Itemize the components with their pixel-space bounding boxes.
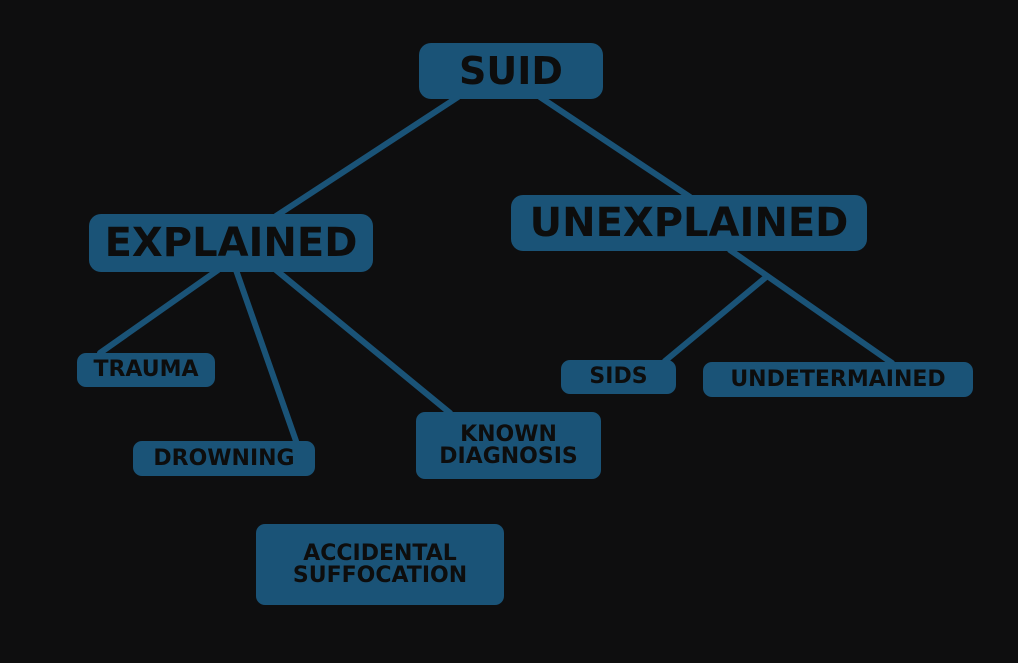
node-explained: EXPLAINED xyxy=(89,214,373,272)
node-known-diagnosis-line1: KNOWN xyxy=(460,421,557,447)
node-known-diagnosis-line2: DIAGNOSIS xyxy=(439,443,578,469)
node-trauma-label: TRAUMA xyxy=(93,357,199,382)
node-known-diagnosis: KNOWN DIAGNOSIS xyxy=(416,412,601,479)
node-undetermined: UNDETERMAINED xyxy=(703,362,973,397)
edge-unexplained-undetermined xyxy=(727,247,895,366)
edge-explained-trauma xyxy=(97,267,221,356)
node-suid-label: SUID xyxy=(459,49,563,93)
edge-unexplained-sids xyxy=(662,275,768,364)
node-trauma: TRAUMA xyxy=(77,353,215,387)
node-suid: SUID xyxy=(419,43,603,99)
node-sids: SIDS xyxy=(561,360,676,394)
node-explained-label: EXPLAINED xyxy=(104,220,358,266)
node-accidental-suffocation: ACCIDENTAL SUFFOCATION xyxy=(256,524,504,605)
node-undetermined-label: UNDETERMAINED xyxy=(730,366,946,392)
edge-explained-drowning xyxy=(233,267,299,444)
node-accidental-suffocation-line1: ACCIDENTAL xyxy=(303,540,457,566)
edge-suid-unexplained xyxy=(537,94,693,200)
node-drowning-label: DROWNING xyxy=(153,445,295,471)
edge-suid-explained xyxy=(273,94,461,219)
node-sids-label: SIDS xyxy=(589,364,648,389)
node-unexplained: UNEXPLAINED xyxy=(511,195,867,251)
node-drowning: DROWNING xyxy=(133,441,315,476)
node-unexplained-label: UNEXPLAINED xyxy=(529,200,849,246)
edge-explained-known-diagnosis xyxy=(273,267,453,416)
node-accidental-suffocation-line2: SUFFOCATION xyxy=(292,562,468,588)
